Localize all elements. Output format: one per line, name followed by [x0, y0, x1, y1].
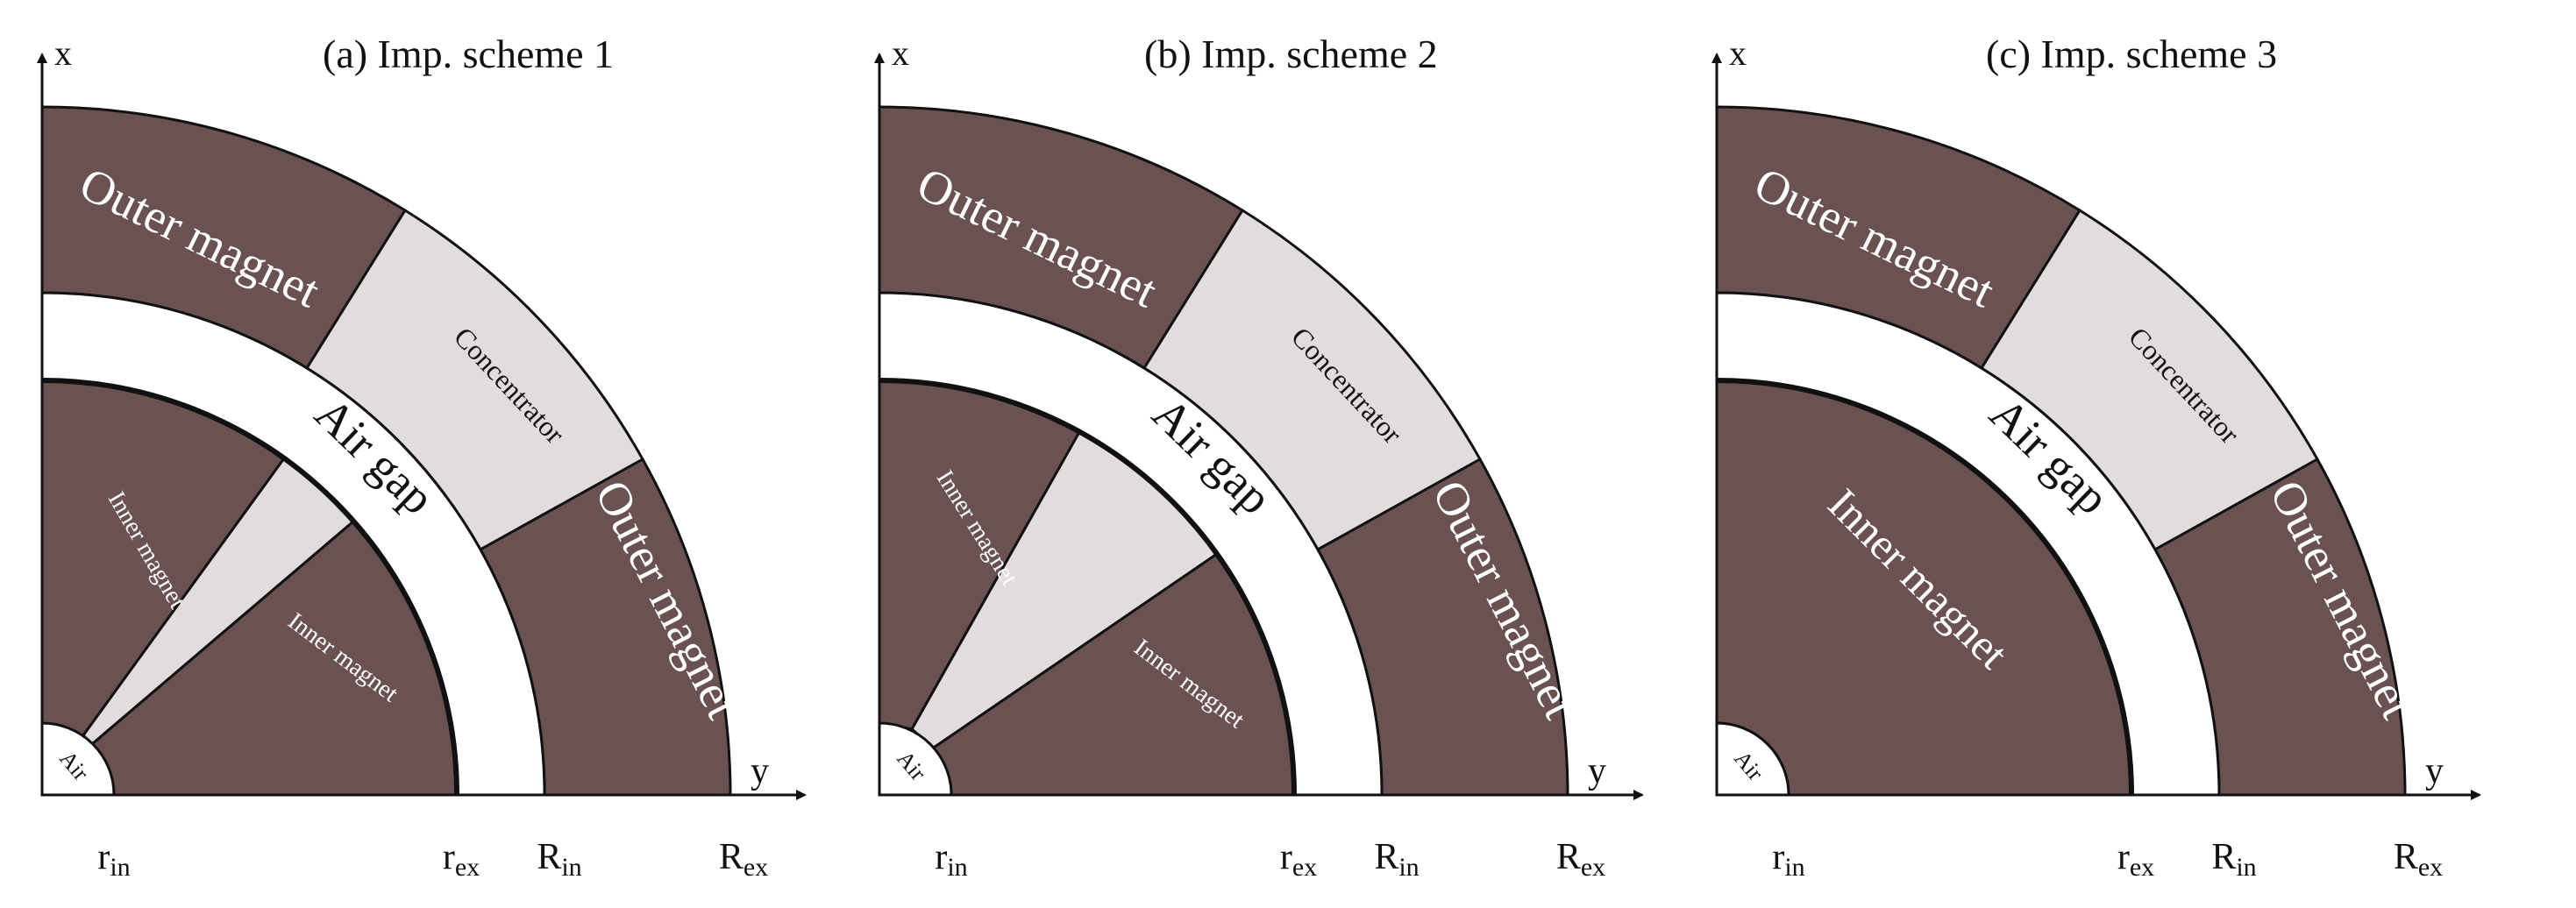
- air-region-b: [878, 721, 953, 797]
- tick-R-in-c: Rin: [2211, 837, 2256, 882]
- tick-R-ex-b: Rex: [1556, 837, 1605, 882]
- tick-r-in-b: rin: [935, 837, 967, 882]
- regions-a: [40, 105, 732, 797]
- air-region-a: [40, 721, 116, 797]
- tick-R-in-b: Rin: [1374, 837, 1419, 882]
- air-region-c: [1715, 721, 1790, 797]
- axis-label-x-a: x: [54, 33, 72, 73]
- tick-r-ex-a: rex: [443, 837, 480, 882]
- tick-R-ex-c: Rex: [2394, 837, 2443, 882]
- axes-a: [37, 53, 807, 800]
- axes-b: [874, 53, 1644, 800]
- axis-label-x-b: x: [892, 33, 909, 73]
- axis-label-y-c: y: [2425, 751, 2444, 791]
- panel-title-b: (b) Imp. scheme 2: [1144, 32, 1438, 76]
- regions-b: [878, 105, 1569, 797]
- panel-c: (c) Imp. scheme 3 x y Outer magnet Conce…: [1711, 32, 2481, 882]
- thick-arc-a: [41, 378, 459, 796]
- tick-r-in-a: rin: [97, 837, 130, 882]
- tick-r-ex-c: rex: [2117, 837, 2154, 882]
- tick-R-in-a: Rin: [537, 837, 581, 882]
- axes-c: [1711, 53, 2481, 800]
- regions-c: [1715, 105, 2407, 797]
- thick-arc-b: [879, 378, 1297, 796]
- panel-title-a: (a) Imp. scheme 1: [323, 32, 614, 76]
- panel-b: (b) Imp. scheme 2 x y Outer magnet Conce…: [874, 32, 1644, 882]
- tick-R-ex-a: Rex: [719, 837, 768, 882]
- axis-label-y-a: y: [751, 751, 769, 791]
- panel-a: (a) Imp. scheme 1 x y Outer magnet Conce…: [37, 32, 807, 882]
- tick-r-ex-b: rex: [1280, 837, 1317, 882]
- thick-arc-c: [1716, 378, 2134, 796]
- axis-label-y-b: y: [1588, 751, 1606, 791]
- tick-r-in-c: rin: [1772, 837, 1804, 882]
- panel-title-c: (c) Imp. scheme 3: [1986, 32, 2277, 76]
- axis-label-x-c: x: [1729, 33, 1747, 73]
